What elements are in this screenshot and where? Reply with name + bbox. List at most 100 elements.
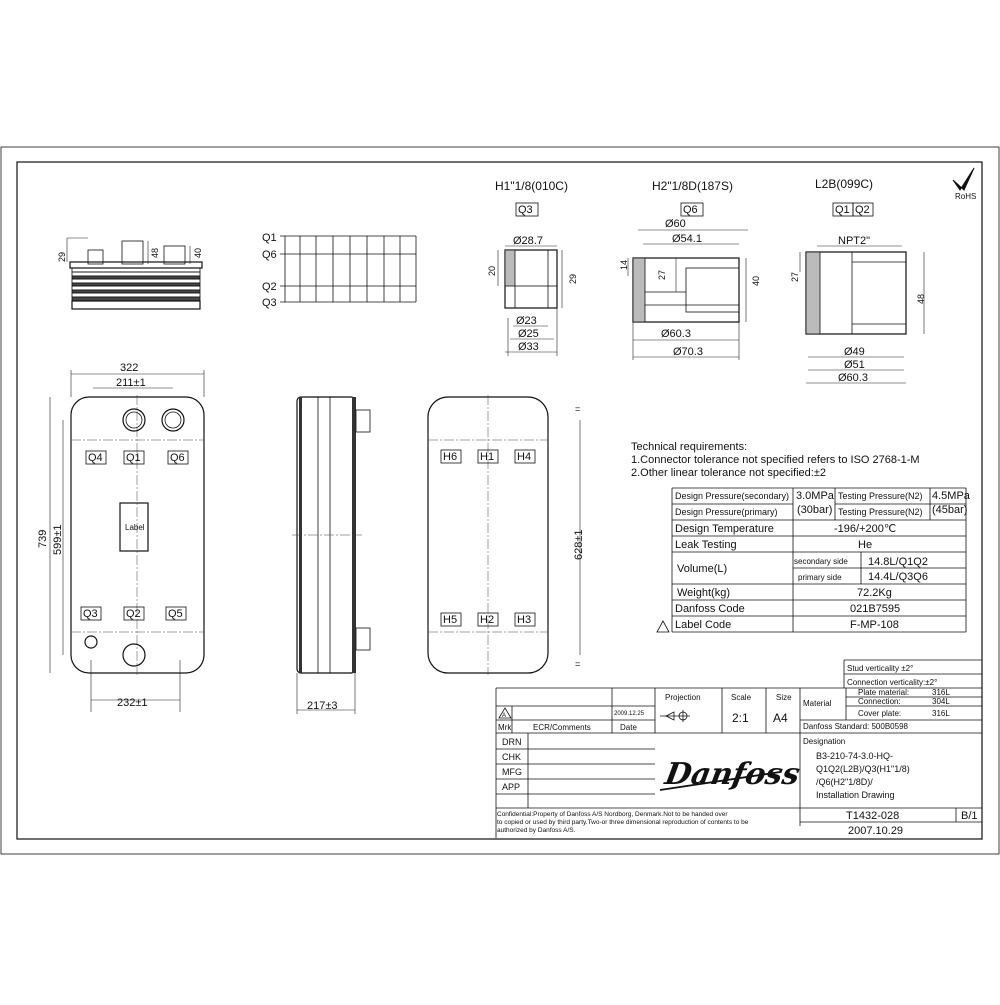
l2b-dim-d60-3: Ø60.3: [838, 372, 868, 384]
top-view: 29 48 40: [57, 237, 203, 310]
h2-dim-d60-3: Ø60.3: [661, 328, 691, 340]
front-port-q6: Q6: [170, 452, 185, 464]
rear-port-h5: H5: [443, 614, 457, 626]
designation-label: Designation: [803, 737, 845, 746]
connection-h1-port: Q3: [518, 204, 533, 216]
requirements-heading: Technical requirements:: [631, 441, 747, 453]
port-schematic: Q1 Q6 Q2 Q3: [262, 232, 417, 309]
size-value: A4: [773, 711, 788, 725]
requirement-2: 2.Other linear tolerance not specified:±…: [631, 467, 826, 479]
rear-port-h4: H4: [517, 451, 531, 463]
spec-design-pressure-primary: Design Pressure(primary): [675, 507, 778, 517]
top-dim-29: 29: [57, 252, 67, 262]
h2-dim-d54-1: Ø54.1: [672, 233, 702, 245]
designation-line-1: B3-210-74-3.0-HQ-: [816, 751, 893, 761]
h2-dim-d70-3: Ø70.3: [673, 346, 703, 358]
front-view: Label Q4 Q1 Q6 Q3 Q2 Q5 322 211±1 739 59…: [37, 362, 205, 712]
confidential-line-2: to copied or used by third party.Two-or …: [497, 819, 749, 826]
h2-dim-14: 14: [619, 260, 629, 270]
inner-frame: [16, 161, 983, 840]
connection-h1-title: H1"1/8(010C): [495, 179, 568, 193]
plate-material: Plate material:: [858, 688, 909, 697]
rear-port-h1: H1: [480, 451, 494, 463]
front-dim-322: 322: [120, 362, 138, 374]
h1-dim-d25: Ø25: [518, 328, 539, 340]
edge-view: 217±3: [292, 396, 371, 714]
connection-h2-port: Q6: [683, 204, 698, 216]
spec-primary-volume: 14.4L/Q3Q6: [868, 571, 928, 583]
scale-value: 2:1: [732, 711, 749, 725]
spec-design-pressure-secondary: Design Pressure(secondary): [675, 491, 789, 501]
spec-testing-value-2: (45bar): [932, 504, 967, 516]
spec-danfoss-code-value: 021B7595: [850, 603, 900, 615]
front-dim-211: 211±1: [116, 377, 146, 389]
spec-volume: Volume(L): [677, 563, 727, 575]
rear-mark-bottom: =: [575, 659, 580, 669]
top-dim-48: 48: [150, 248, 160, 258]
role-drn: DRN: [502, 737, 522, 747]
top-dim-40: 40: [193, 248, 203, 258]
spec-primary-value: (30bar): [797, 504, 832, 516]
confidential-line-1: Confidential:Property of Danfoss A/S Nor…: [497, 811, 728, 818]
designation-line-2: Q1Q2(L2B)/Q3(H1"1/8): [816, 764, 910, 774]
rev-date: 2009.12.25: [614, 711, 645, 717]
confidential-line-3: authorized by Danfoss A/S.: [497, 827, 576, 834]
spec-leak-value: He: [858, 539, 872, 551]
designation-line-4: Installation Drawing: [816, 790, 895, 800]
connection-verticality: Connection verticality:±2°: [847, 678, 937, 687]
cover-plate-material-value: 316L: [932, 709, 950, 718]
connection-l2b-detail: L2B(099C) Q1 Q2 NPT2" Ø49 Ø51 Ø60.3 27 4…: [790, 177, 926, 384]
connection-h2-title: H2"1/8D(187S): [652, 179, 733, 193]
h2-dim-27: 27: [657, 270, 667, 280]
spec-primary-side: primary side: [798, 573, 842, 582]
rear-dim-628: 628±1: [573, 529, 585, 560]
designation-line-3: /Q6(H2"1/8D)/: [816, 777, 873, 787]
role-app: APP: [502, 782, 520, 792]
front-port-q3: Q3: [83, 608, 98, 620]
spec-label-code: Label Code: [675, 619, 731, 631]
requirement-1: 1.Connector tolerance not specified refe…: [631, 454, 920, 466]
rohs-mark: RoHS: [952, 167, 976, 201]
l2b-dim-27: 27: [790, 272, 800, 282]
front-port-q4: Q4: [88, 452, 103, 464]
h1-dim-20: 20: [487, 266, 497, 276]
h2-dim-d60: Ø60: [665, 218, 686, 230]
rohs-label: RoHS: [955, 192, 976, 201]
h1-dim-29: 29: [568, 274, 578, 284]
front-port-q2: Q2: [126, 608, 141, 620]
spec-testing-value-1: 4.5MPa: [932, 490, 971, 502]
l2b-thread: NPT2": [838, 235, 870, 247]
projection-label: Projection: [665, 693, 701, 702]
connection-material-value: 304L: [932, 697, 950, 706]
front-dim-232: 232±1: [117, 697, 148, 709]
danfoss-standard: Danfoss Standard: 500B0598: [803, 722, 909, 731]
spec-weight-value: 72.2Kg: [857, 587, 892, 599]
technical-requirements: Technical requirements: 1.Connector tole…: [631, 441, 920, 479]
connection-h1-detail: H1"1/8(010C) Q3 Ø28.7 Ø23 Ø25 Ø33 20 29: [487, 179, 578, 356]
spec-secondary-volume: 14.8L/Q1Q2: [868, 556, 928, 568]
spec-secondary-side: secondary side: [794, 557, 848, 566]
role-chk: CHK: [502, 752, 521, 762]
stud-verticality: Stud verticality ±2°: [847, 664, 913, 673]
rear-view: H6 H1 H4 H5 H2 H3 628±1 = =: [427, 395, 585, 675]
label-placeholder: [119, 502, 149, 552]
l2b-dim-48: 48: [916, 294, 926, 304]
date-label: Date: [620, 723, 637, 732]
h1-dim-d28-7: Ø28.7: [513, 235, 543, 247]
rear-mark-top: =: [575, 404, 580, 414]
spec-testing-pressure-1: Testing Pressure(N2): [838, 491, 923, 501]
front-dim-599: 599±1: [52, 524, 64, 555]
spec-design-temperature: Design Temperature: [675, 523, 774, 535]
rear-port-h6: H6: [443, 451, 457, 463]
spec-danfoss-code: Danfoss Code: [675, 603, 745, 615]
h2-dim-40: 40: [751, 276, 761, 286]
spec-weight: Weight(kg): [677, 587, 730, 599]
ecr-label: ECR/Comments: [533, 723, 591, 732]
spec-table: Design Pressure(secondary) 3.0MPa Testin…: [656, 487, 971, 633]
side-label-q1: Q1: [262, 232, 277, 244]
front-dim-739: 739: [37, 530, 49, 548]
scale-label: Scale: [731, 693, 752, 702]
connection-l2b-port-q1: Q1: [835, 204, 850, 216]
